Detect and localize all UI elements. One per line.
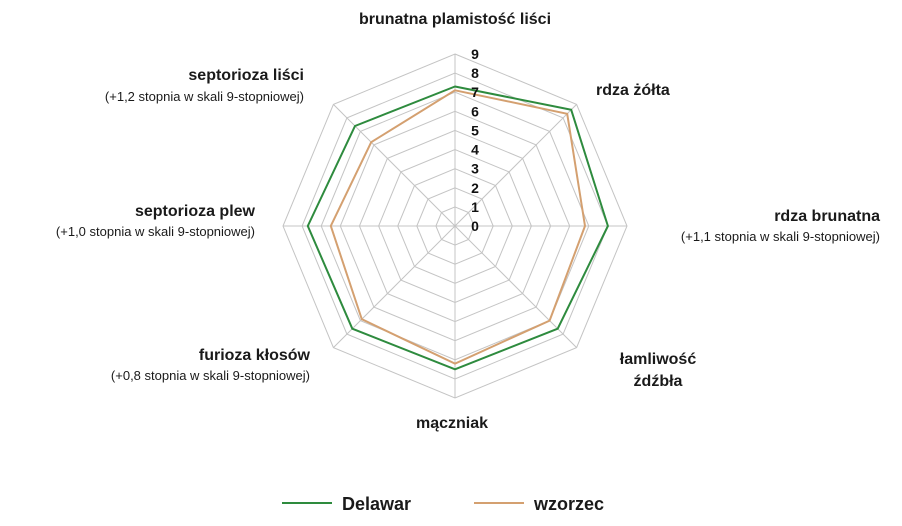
axis-label-2: rdza brunatna (774, 208, 880, 225)
axis-label-3-line2: źdźbła (634, 373, 683, 390)
tick-label-6: 6 (471, 103, 479, 119)
axis-label-0: brunatna plamistość liści (359, 11, 551, 28)
radar-tick-labels: 0 1 2 3 4 5 6 7 8 9 (471, 46, 479, 234)
tick-label-5: 5 (471, 122, 479, 138)
legend-label-delawar: Delawar (342, 494, 411, 514)
axis-note-7: (+1,2 stopnia w skali 9-stopniowej) (105, 89, 304, 104)
series-line-delawar (306, 85, 609, 371)
radar-series (306, 85, 609, 371)
axis-note-6: (+1,0 stopnia w skali 9-stopniowej) (56, 224, 255, 239)
spoke-7 (333, 104, 456, 227)
tick-label-7: 7 (471, 84, 479, 100)
axis-label-7: septorioza liści (188, 67, 304, 84)
radar-axis-labels: brunatna plamistość liści rdza żółta rdza … (56, 11, 880, 432)
axis-label-3: łamliwość (620, 351, 697, 368)
axis-label-4: mączniak (416, 415, 488, 432)
legend-label-wzorzec: wzorzec (533, 494, 604, 514)
spoke-1 (454, 104, 577, 227)
spoke-5 (333, 225, 456, 348)
axis-label-1: rdza żółta (596, 82, 670, 99)
axis-label-5: furioza kłosów (199, 347, 311, 364)
spoke-3 (454, 225, 577, 348)
tick-label-9: 9 (471, 46, 479, 62)
axis-label-6: septorioza plew (135, 203, 256, 220)
tick-label-4: 4 (471, 142, 479, 158)
axis-note-5: (+0,8 stopnia w skali 9-stopniowej) (111, 368, 310, 383)
tick-label-8: 8 (471, 65, 479, 81)
series-line-wzorzec (329, 89, 587, 365)
axis-note-2: (+1,1 stopnia w skali 9-stopniowej) (681, 229, 880, 244)
tick-label-0: 0 (471, 218, 479, 234)
tick-label-1: 1 (471, 199, 479, 215)
tick-label-3: 3 (471, 161, 479, 177)
chart-legend: Delawar wzorzec (282, 494, 604, 514)
radar-spokes (283, 54, 627, 398)
tick-label-2: 2 (471, 180, 479, 196)
